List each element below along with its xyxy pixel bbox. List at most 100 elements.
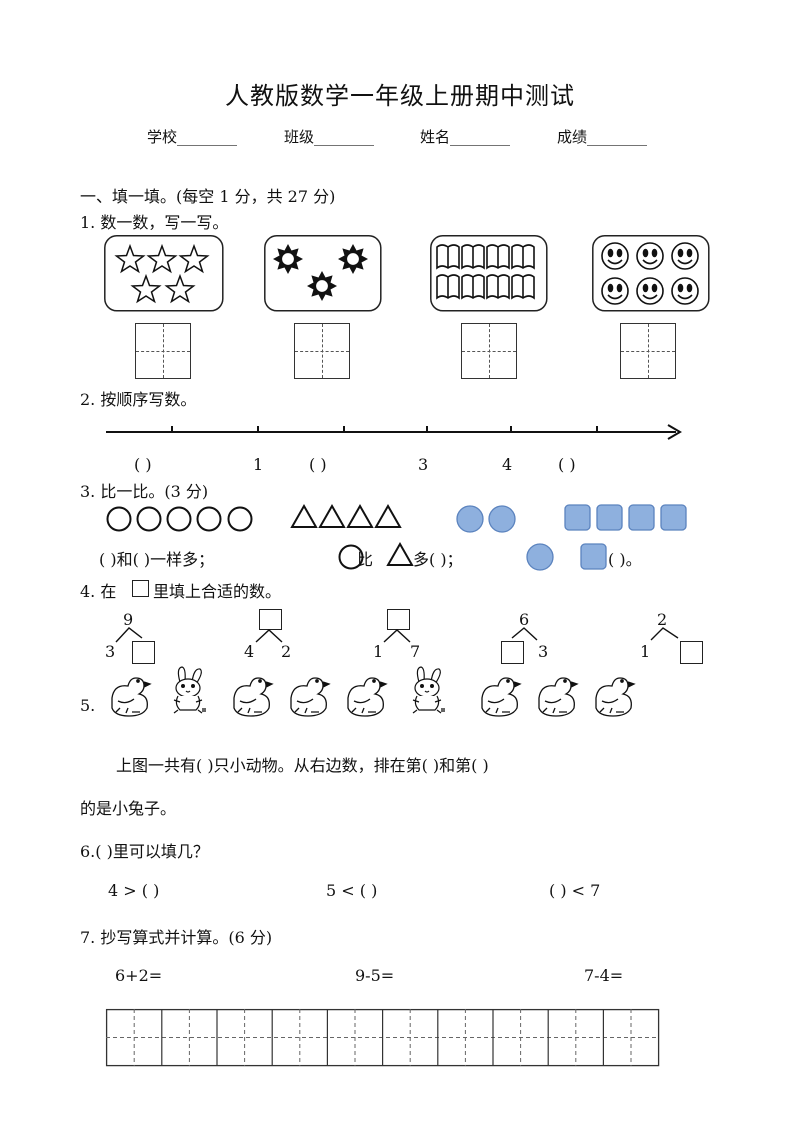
rabbit-icon	[173, 666, 207, 714]
number-line-blank[interactable]: ( )	[309, 455, 327, 474]
tree-lines	[115, 627, 143, 643]
smiley-box	[592, 235, 710, 312]
question-5-line1[interactable]: 上图一共有( )只小动物。从右边数，排在第( )和第( )	[116, 756, 489, 775]
circle-icon	[106, 506, 132, 532]
book-icon	[461, 244, 485, 270]
tree-right: 2	[281, 642, 292, 661]
blue-square-icon	[660, 504, 687, 531]
compare-inline-shapes	[338, 541, 607, 571]
duck-icon	[538, 677, 578, 717]
question-4-label-tail: 里填上合适的数。	[153, 582, 282, 601]
inequality-item[interactable]: 5 < ( )	[326, 881, 378, 900]
circle-icon	[338, 544, 364, 570]
smiley-icon	[671, 277, 699, 305]
triangle-icon	[290, 503, 318, 528]
writing-grid[interactable]	[105, 1008, 660, 1067]
star-icon	[178, 243, 210, 274]
book-icon	[486, 244, 510, 270]
tree-left: 4	[244, 642, 255, 661]
blue-square-icon	[596, 504, 623, 531]
section-heading: 一、填一填。(每空 1 分，共 27 分)	[80, 187, 336, 206]
compare-sentence-c[interactable]: ( )。	[608, 550, 642, 569]
tree-blank[interactable]	[387, 609, 410, 630]
inequality-item[interactable]: ( ) < 7	[549, 881, 601, 900]
number-line-label: 3	[418, 455, 429, 474]
book-icon	[461, 274, 485, 300]
duck-icon	[481, 677, 521, 717]
book-icon	[511, 244, 535, 270]
smiley-icon	[636, 277, 664, 305]
tree-left: 1	[373, 642, 384, 661]
tree-lines	[255, 629, 283, 643]
score-field[interactable]: 成绩________	[557, 128, 648, 146]
question-1-label: 1. 数一数，写一写。	[80, 213, 229, 232]
circle-icon	[196, 506, 222, 532]
star-icon	[146, 243, 178, 274]
star-icon	[114, 243, 146, 274]
tree-top: 2	[657, 610, 668, 629]
number-line-label: 4	[502, 455, 513, 474]
compare-sentence-b-word: 比	[357, 550, 374, 569]
sun-icon	[273, 244, 303, 274]
duck-icon	[595, 677, 635, 717]
smiley-icon	[671, 242, 699, 270]
question-5-label: 5.	[80, 696, 96, 715]
smiley-icon	[601, 277, 629, 305]
compare-sentence-b[interactable]: 多( )；	[413, 550, 463, 569]
question-3-label: 3. 比一比。(3 分)	[80, 482, 209, 501]
blue-square-icon	[580, 543, 607, 570]
class-field[interactable]: 班级________	[284, 128, 375, 146]
book-icon	[436, 274, 460, 300]
book-box	[430, 235, 548, 312]
blue-circle-icon	[526, 543, 554, 571]
smiley-icon	[636, 242, 664, 270]
animal-row	[111, 666, 635, 717]
answer-box[interactable]	[294, 323, 350, 379]
circle-icon	[227, 506, 253, 532]
number-line-blank[interactable]: ( )	[558, 455, 576, 474]
answer-box[interactable]	[135, 323, 191, 379]
tree-right: 3	[538, 642, 549, 661]
answer-box[interactable]	[620, 323, 676, 379]
school-field[interactable]: 学校________	[147, 128, 238, 146]
number-line-label: 1	[253, 455, 264, 474]
tree-lines	[383, 629, 411, 643]
circle-icon	[166, 506, 192, 532]
blue-square-icon	[564, 504, 591, 531]
answer-box[interactable]	[461, 323, 517, 379]
tree-blank[interactable]	[680, 641, 703, 664]
compare-sentence-a[interactable]: ( )和( )一样多；	[99, 550, 215, 569]
star-icon	[164, 273, 196, 304]
tree-left: 1	[640, 642, 651, 661]
smiley-icon	[601, 242, 629, 270]
duck-icon	[233, 677, 273, 717]
star-icon	[130, 273, 162, 304]
name-field[interactable]: 姓名________	[420, 128, 511, 146]
question-5-line2: 的是小兔子。	[80, 799, 177, 818]
duck-icon	[290, 677, 330, 717]
tree-blank[interactable]	[132, 641, 155, 664]
question-7-label: 7. 抄写算式并计算。(6 分)	[80, 928, 273, 947]
star-box	[104, 235, 224, 312]
tree-left: 3	[105, 642, 116, 661]
number-line-blank[interactable]: ( )	[134, 455, 152, 474]
duck-icon	[111, 677, 151, 717]
triangle-icon	[386, 541, 414, 566]
inequality-item[interactable]: 4 > ( )	[108, 881, 160, 900]
blue-circle-icon	[456, 505, 484, 533]
rabbit-icon	[412, 666, 446, 714]
sun-icon	[338, 244, 368, 274]
expression: 6+2=	[115, 966, 163, 985]
question-6-label: 6.( )里可以填几？	[80, 842, 209, 861]
book-icon	[511, 274, 535, 300]
book-icon	[486, 274, 510, 300]
sun-box	[264, 235, 382, 312]
tree-blank[interactable]	[501, 641, 524, 664]
tree-top: 6	[519, 610, 530, 629]
question-4-label: 4. 在	[80, 582, 117, 601]
triangle-icon	[318, 503, 346, 528]
box-symbol	[132, 580, 149, 597]
tree-blank[interactable]	[259, 609, 282, 630]
sun-icon	[307, 271, 337, 301]
circle-icon	[136, 506, 162, 532]
